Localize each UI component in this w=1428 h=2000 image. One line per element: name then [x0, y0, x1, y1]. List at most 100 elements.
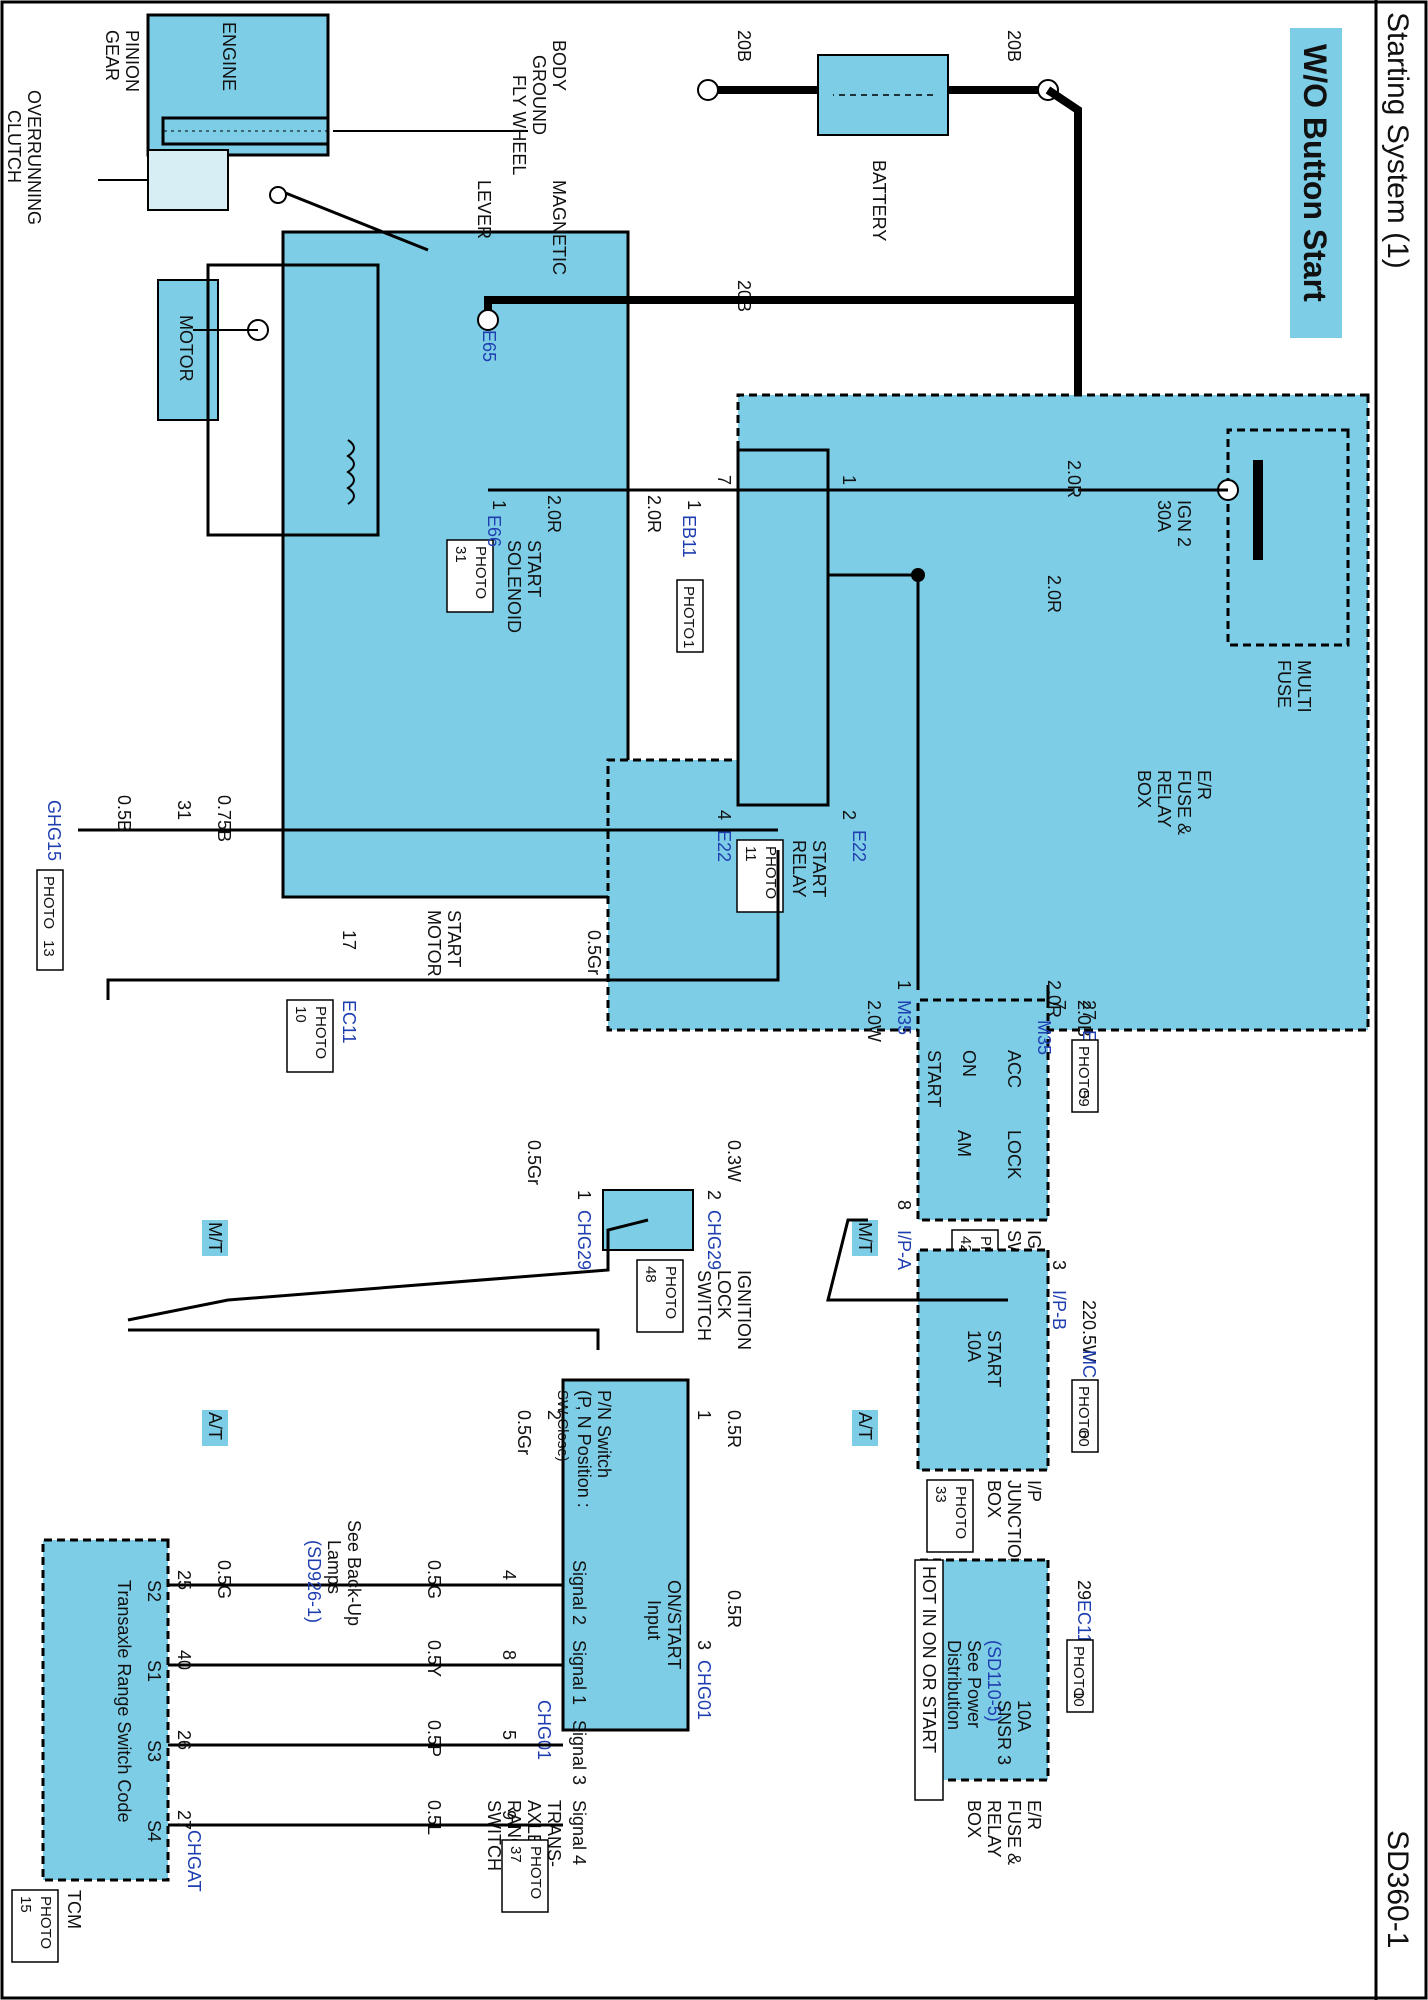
conn-ec11: EC11 [339, 1000, 359, 1044]
photo-15-box [11, 1889, 59, 1963]
wire-20b-2: 20B [1004, 30, 1024, 62]
at-tag-1 [852, 1410, 878, 1446]
photo-15-label: PHOTO [37, 1896, 54, 1949]
photo-31-number: 31 [452, 546, 469, 563]
lever-arm [277, 188, 429, 252]
photo-59-label: PHOTO [1075, 1046, 1092, 1099]
pin-22: 22 [1079, 1300, 1099, 1320]
wire-0-5r-1: 0.5R [724, 1410, 744, 1448]
conn-chg29-a: CHG29 [704, 1210, 724, 1270]
relay-pin-2: 2 [839, 810, 859, 820]
ign2-label-2: 30A [1154, 500, 1174, 532]
pin-7: 5 [499, 1730, 519, 1740]
pinion-label-1: PINION [122, 30, 142, 92]
wire-2-0r-2: 2.0R [644, 495, 664, 533]
conn-chg01-a: CHG01 [694, 1660, 714, 1720]
e65-terminal [477, 309, 499, 331]
conn-e65: E65 [479, 330, 499, 362]
photo-48-box [636, 1259, 684, 1333]
pinion-label-2: GEAR [102, 30, 122, 81]
body-ground-label-1: BODY [549, 40, 569, 91]
photo-60-number: 60 [1075, 1430, 1092, 1447]
pin-17: 17 [339, 930, 359, 950]
wire-0-5y: 0.5Y [424, 1640, 444, 1677]
overrunning-label-1: OVERRUNNING [24, 90, 44, 225]
photo-10b-label: PHOTO [1070, 1646, 1087, 1699]
relay-pin-5: 7 [714, 475, 734, 485]
pn-switch-label-2: (P, N Position : [574, 1390, 594, 1508]
photo-13-label: PHOTO [40, 876, 57, 929]
engine-label: ENGINE [219, 22, 239, 91]
lock-switch-label-3: SWITCH [694, 1270, 714, 1341]
backup-label-2: Lamps [324, 1540, 344, 1594]
wire-0-5r-2: 0.5R [724, 1590, 744, 1628]
lock-switch-label-1: IGNITION [734, 1270, 754, 1350]
hot-note-box [914, 1559, 944, 1801]
signal-1: Signal 1 [569, 1640, 589, 1705]
photo-31-box [446, 539, 494, 613]
wire-0-5b: 0.5B [114, 795, 134, 832]
photo-10b-number: 10 [1070, 1690, 1087, 1707]
signal-3: Signal 3 [569, 1720, 589, 1785]
ip-box-label-3: BOX [984, 1480, 1004, 1518]
motor-label: MOTOR [176, 315, 196, 382]
conn-chg01-b: CHG01 [534, 1700, 554, 1760]
photo-48-label: PHOTO [662, 1266, 679, 1319]
mode-badge [1290, 28, 1342, 338]
mode-badge-label: W/O Button Start [1297, 44, 1333, 302]
trans-label-2: AXLE [524, 1800, 544, 1846]
photo-60-label: PHOTO [1075, 1386, 1092, 1439]
tcm-pin-s3: S3 [144, 1740, 164, 1762]
ip-box-label-2: JUNCTION [1004, 1480, 1024, 1571]
start-relay-box [736, 448, 830, 807]
relay-pin-4: 4 [714, 810, 734, 820]
wire-20b-1: 20B [734, 30, 754, 62]
signal-4: Signal 4 [569, 1800, 589, 1865]
at-label-2: A/T [205, 1412, 225, 1440]
pin-9: 9 [499, 1810, 519, 1820]
photo-37-label: PHOTO [952, 1486, 969, 1539]
trans-pin-2: 2 [544, 1410, 564, 1420]
photo-31-label: PHOTO [472, 546, 489, 599]
backup-label-1: See Back-Up [344, 1520, 364, 1626]
ip-box-label-1: I/P [1024, 1480, 1044, 1502]
pin-8: 8 [499, 1650, 519, 1660]
photo-37-number: 33 [932, 1486, 949, 1503]
start-motor-label-2: MOTOR [424, 910, 444, 977]
wire-0-5p: 0.5P [424, 1720, 444, 1757]
conn-ip-b: I/P-B [1049, 1290, 1069, 1330]
flywheel-label: FLY WHEEL [509, 75, 529, 175]
wire-0-75b: 0.75B [214, 795, 234, 842]
pin-31: 31 [174, 800, 194, 820]
relay-label-1: START [809, 840, 829, 897]
at-label-1: A/T [855, 1412, 875, 1440]
solenoid-label-2: SOLENOID [504, 540, 524, 633]
conn-ec11-b: EC11 [1074, 1600, 1094, 1644]
hot-note: HOT IN ON OR START [919, 1566, 939, 1753]
ign-pin-1: 1 [894, 980, 914, 990]
ign-pin-5: 7 [1049, 1000, 1069, 1010]
photo-15-number: 15 [17, 1896, 34, 1913]
conn-eb11: EB11 [679, 515, 699, 558]
conn-m35-b: M35 [1034, 1020, 1054, 1055]
photo-11-box [736, 839, 784, 913]
mt-tag-1 [852, 1220, 878, 1256]
pn-switch-label-1: P/N Switch [594, 1390, 614, 1478]
tcm-box [41, 1538, 170, 1882]
photo-10-number: 10 [292, 1006, 309, 1023]
wire-0-5gr [106, 850, 780, 1000]
conn-ip-a: I/P-A [894, 1230, 914, 1270]
photo-59-box [1071, 1039, 1099, 1113]
splice-1 [911, 568, 925, 582]
battery-label: BATTERY [869, 160, 889, 241]
er-box-label-2: FUSE & [1174, 770, 1194, 835]
wire-0-3w: 0.3W [724, 1140, 744, 1182]
transaxle-switch-box [561, 1378, 690, 1732]
solenoid-box [206, 263, 380, 537]
conn-e22-a: E22 [849, 830, 869, 862]
trans-label-4: SWITCH [484, 1800, 504, 1871]
lever-pivot [269, 186, 287, 204]
mt-label-2: M/T [205, 1222, 225, 1253]
